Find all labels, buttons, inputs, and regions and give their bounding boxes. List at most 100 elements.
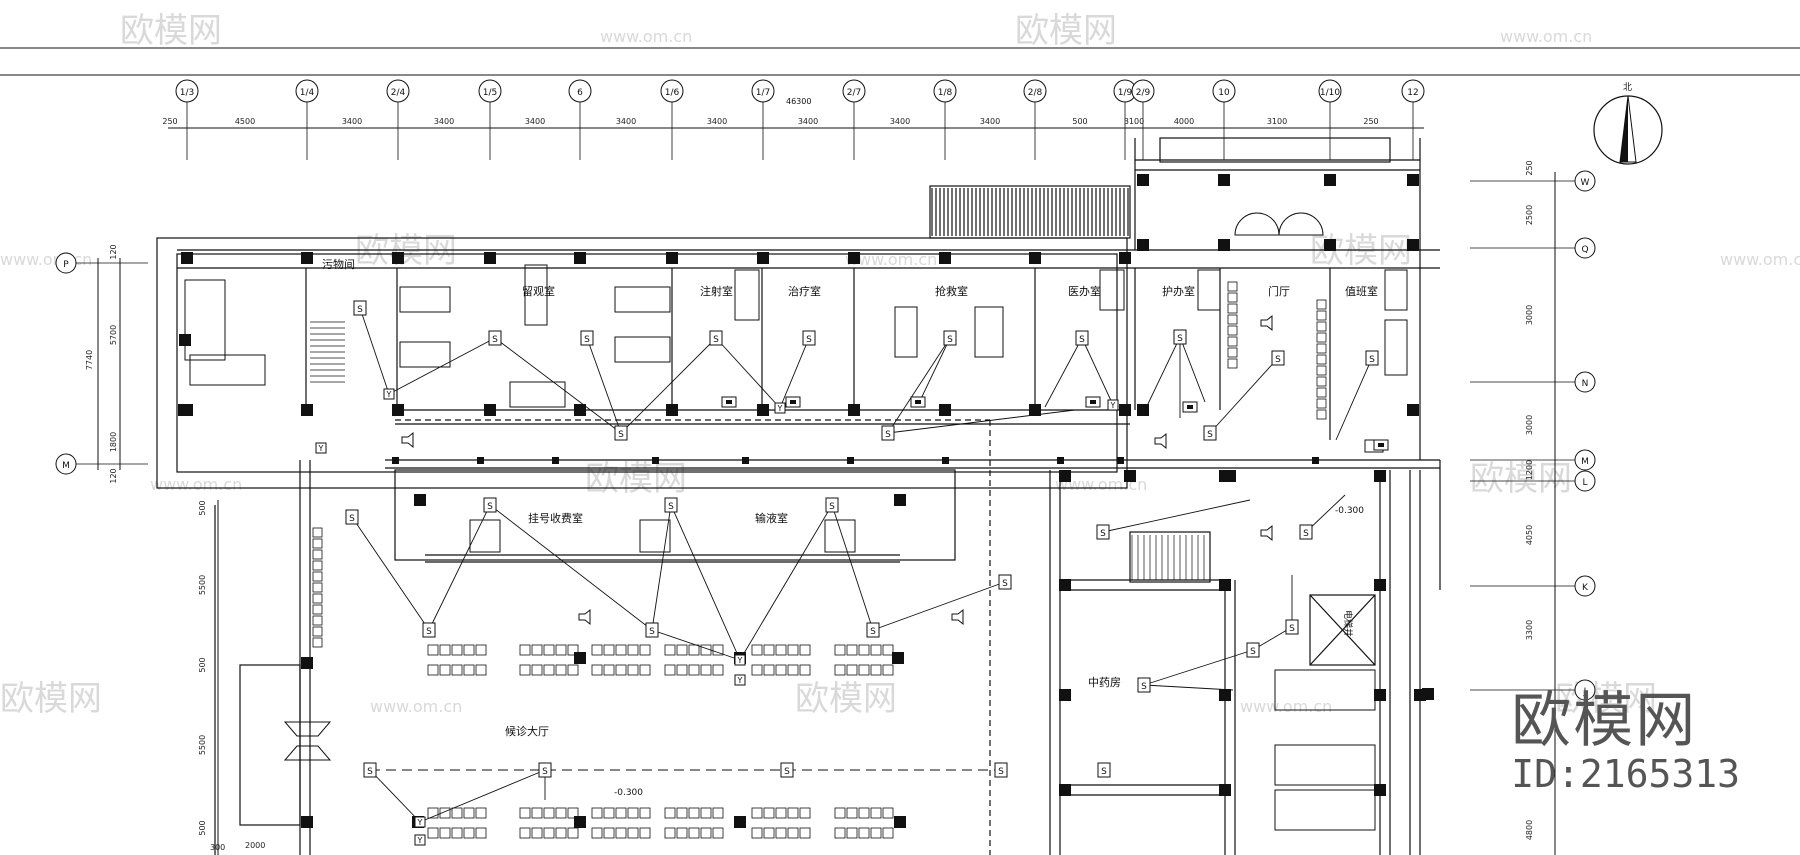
- axis-label-top: 2/7: [847, 88, 861, 98]
- north-label: 北: [1623, 82, 1632, 93]
- axis-label-left: M: [62, 461, 70, 471]
- east-stair: [1131, 535, 1205, 580]
- switch-symbol: S: [668, 502, 674, 512]
- brand-id: ID:2165313: [1511, 752, 1740, 796]
- switch-symbol: S: [357, 305, 363, 315]
- dimension-top: 500: [1072, 117, 1087, 126]
- watermark-url: www.om.cn: [1720, 250, 1800, 269]
- left-axis-grid: PM12057007740180012050055005005500500300…: [55, 244, 265, 855]
- watermark-url: www.om.cn: [1240, 697, 1332, 716]
- axis-label-top: 10: [1218, 88, 1230, 98]
- watermark-logo: 欧模网: [1470, 459, 1572, 499]
- axis-label-top: 1/10: [1320, 88, 1340, 98]
- axis-label-top: 1/6: [665, 88, 680, 98]
- switch-symbol: S: [349, 514, 355, 524]
- switch-symbol: S: [618, 430, 624, 440]
- room-nurse: 护办室: [1162, 284, 1195, 298]
- watermark-url: www.om.cn: [1500, 27, 1592, 46]
- room-doctor: 医办室: [1068, 284, 1101, 298]
- dimension-top: 250: [1363, 117, 1378, 126]
- dimension-top: 3400: [342, 117, 362, 126]
- dimension-right: 3000: [1525, 415, 1534, 435]
- watermark-url: www.om.cn: [845, 250, 937, 269]
- switch-symbol: S: [492, 335, 498, 345]
- switch-symbol: S: [1250, 647, 1256, 657]
- switch-symbol: S: [1141, 682, 1147, 692]
- fan-symbol: Y: [417, 818, 423, 827]
- brand-watermark: 欧模网 ID:2165313: [1511, 689, 1740, 795]
- watermark-url: www.om.cn: [600, 27, 692, 46]
- room-soiled: 污物间: [322, 257, 355, 271]
- fan-symbol: Y: [417, 836, 423, 845]
- axis-label-top: 6: [577, 88, 583, 98]
- switch-symbol: S: [784, 767, 790, 777]
- fan-symbol: Y: [737, 656, 743, 665]
- dimension-left-lower: 5500: [198, 575, 207, 595]
- dimension-top: 250: [162, 117, 177, 126]
- watermark-url: www.om.cn: [0, 250, 92, 269]
- axis-label-right: L: [1582, 478, 1587, 488]
- axis-label-left: P: [63, 260, 69, 270]
- room-hall: 候诊大厅: [505, 724, 549, 738]
- switch-symbol: S: [1079, 335, 1085, 345]
- watermark-logo: 欧模网: [585, 459, 687, 499]
- dimension-right: 3300: [1525, 620, 1534, 640]
- dimension-left-lower: 500: [198, 820, 207, 835]
- dimension-right: 3000: [1525, 305, 1534, 325]
- watermark-url: www.om.cn: [370, 697, 462, 716]
- switch-symbol: S: [1177, 334, 1183, 344]
- west-stair: [310, 321, 345, 383]
- axis-label-right: K: [1582, 583, 1589, 593]
- dimension-right: 250: [1525, 160, 1534, 175]
- dimension-left: 5700: [109, 325, 118, 345]
- axis-label-right: M: [1581, 457, 1589, 467]
- axis-label-right: J: [1583, 687, 1587, 697]
- dimension-left-lower: 300: [210, 843, 225, 852]
- brand-logo-text: 欧模网: [1511, 686, 1698, 756]
- dimension-left: 1800: [109, 432, 118, 452]
- dimension-top: 3400: [980, 117, 1000, 126]
- dimension-left-lower: 500: [198, 657, 207, 672]
- axis-label-top: 1/5: [483, 88, 497, 98]
- watermark-logo: 欧模网: [0, 679, 102, 719]
- switch-symbol: S: [1275, 355, 1281, 365]
- total-dimension: 46300: [786, 97, 811, 106]
- room-labels: 污物间 留观室 注射室 治疗室 抢救室 医办室 护办室 门厅 值班室 挂号收费室…: [322, 97, 1378, 798]
- fan-symbol: Y: [777, 404, 783, 413]
- dimension-top: 3400: [798, 117, 818, 126]
- axis-label-top: 1/4: [300, 88, 315, 98]
- watermark-url: www.om.cn: [150, 475, 242, 494]
- switch-symbol: S: [947, 335, 953, 345]
- room-treatment: 治疗室: [788, 284, 821, 298]
- switch-symbol: S: [829, 502, 835, 512]
- room-rescue: 抢救室: [935, 284, 968, 298]
- switch-symbol: S: [1101, 767, 1107, 777]
- north-arrow: 北: [1593, 82, 1663, 165]
- axis-label-top: 1/9: [1118, 88, 1133, 98]
- dimension-top: 3400: [434, 117, 454, 126]
- fan-symbol: Y: [318, 444, 324, 453]
- room-observation: 留观室: [522, 284, 555, 298]
- dimension-top: 3400: [890, 117, 910, 126]
- axis-label-top: 1/7: [756, 88, 770, 98]
- dimension-top: 3400: [525, 117, 545, 126]
- dimension-top: 3400: [616, 117, 636, 126]
- switch-symbol: S: [542, 767, 548, 777]
- watermark-logo: 欧模网: [355, 231, 457, 271]
- axis-label-top: 2/8: [1028, 88, 1043, 98]
- dimension-right: 4050: [1525, 525, 1534, 545]
- axis-label-right: N: [1582, 379, 1589, 389]
- dimension-left: 120: [109, 468, 118, 483]
- switch-symbol: S: [584, 335, 590, 345]
- structural-columns: [178, 174, 1434, 828]
- furniture: [184, 212, 1408, 831]
- dimension-left: 7740: [85, 350, 94, 370]
- switch-symbol: S: [806, 335, 812, 345]
- switch-symbol: S: [367, 767, 373, 777]
- dimension-left-lower: 500: [198, 500, 207, 515]
- switch-symbol: S: [998, 767, 1004, 777]
- sheet-border: [0, 47, 1800, 76]
